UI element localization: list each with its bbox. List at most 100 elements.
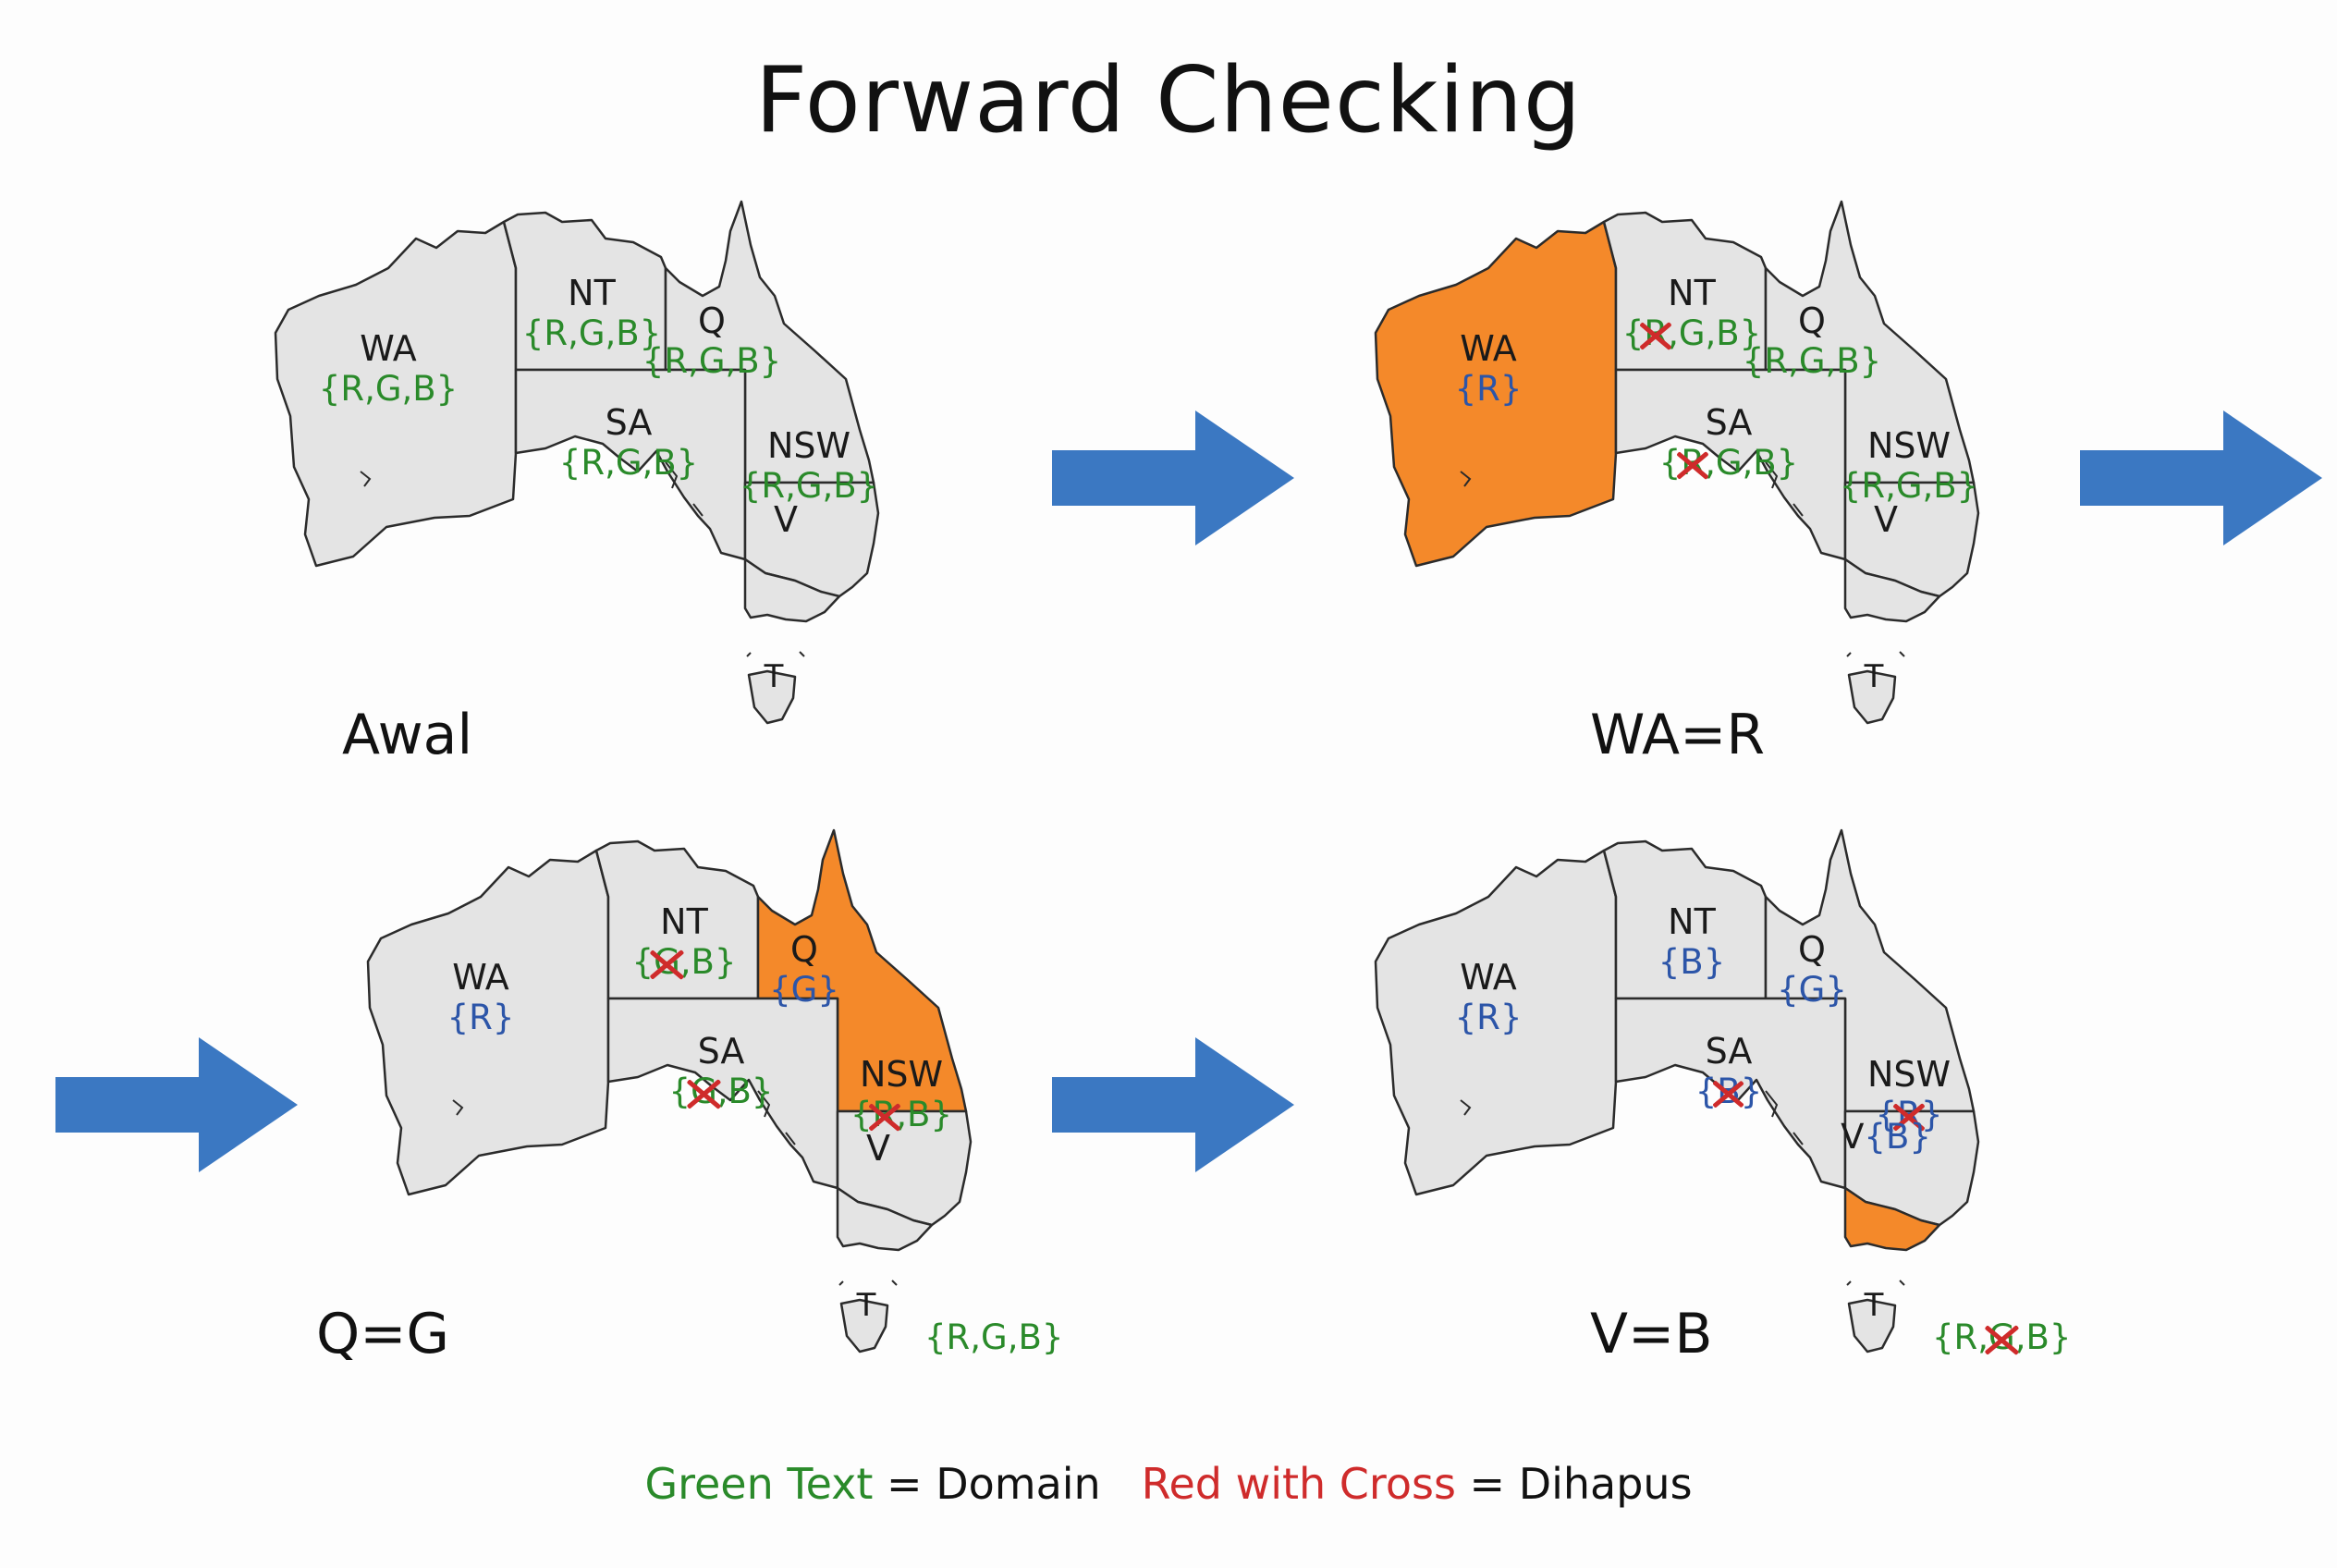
domain-value: B — [1753, 443, 1777, 483]
region-v-shape — [1843, 557, 1941, 623]
domain-value: B — [1933, 466, 1957, 506]
domain-set: {R,G,B} — [1742, 341, 1882, 381]
coastline-detail — [757, 1090, 771, 1118]
coastline-detail — [785, 1132, 796, 1145]
coastline-detail — [665, 461, 679, 489]
domain-set: {G} — [1777, 970, 1847, 1010]
domain-value: B — [412, 369, 436, 409]
region-name: NT — [1668, 273, 1716, 313]
region-label-v: V — [684, 499, 887, 540]
domain-value: G — [615, 443, 642, 483]
panel-v-b: WA{R}NT{B}Q{G}SA{B}NSW{R}V{B}T{R,G,B}V=B — [1368, 823, 2108, 1507]
domain-set: {R,G,B} — [558, 443, 699, 483]
domain-value: G — [1678, 313, 1706, 353]
domain-set: {R,G,B} — [1658, 443, 1799, 483]
domain-set: {G,B} — [631, 942, 737, 982]
step-caption: WA=R — [1590, 703, 1766, 767]
domain-set: {B} — [1864, 1117, 1931, 1157]
region-sa-shape — [606, 997, 839, 1190]
region-sa-shape — [514, 368, 747, 561]
domain-set: {R} — [1454, 369, 1523, 409]
arrow-right-icon — [2080, 410, 2322, 545]
domain-value: R — [664, 341, 689, 381]
region-name: NT — [660, 901, 708, 942]
domain-value: G — [1798, 970, 1826, 1010]
region-name: SA — [1705, 1031, 1753, 1072]
region-label-sa: SA{R,G,B} — [1627, 402, 1830, 483]
region-name: V — [1841, 1117, 1865, 1157]
domain-value: G — [981, 1317, 1008, 1357]
region-label-nsw: NSW{R} — [1807, 1054, 2011, 1134]
coastline-detail — [1846, 1280, 1852, 1286]
domain-value: B — [691, 942, 715, 982]
domain-value: B — [907, 1095, 931, 1134]
domain-value: B — [833, 466, 857, 506]
coastline-detail — [1899, 1280, 1905, 1286]
legend-red-meaning: = Dihapus — [1455, 1459, 1693, 1509]
page-title: Forward Checking — [754, 48, 1583, 153]
domain-value: R — [581, 443, 606, 483]
region-label-nsw: NSW{R,B} — [800, 1054, 1003, 1134]
coastline-detail — [891, 1280, 898, 1286]
region-label-nsw: NSW{R,G,B} — [1807, 425, 2011, 506]
removed-domain-value: R — [1681, 443, 1706, 483]
domain-value: R — [761, 466, 786, 506]
arrow-right-icon — [1052, 1037, 1294, 1172]
domain-value: B — [1885, 1117, 1910, 1157]
arrow-right-icon — [55, 1037, 298, 1172]
coastline-detail — [1793, 503, 1804, 517]
australia-map — [1374, 200, 1980, 725]
region-name: SA — [605, 402, 653, 443]
region-v-shape — [743, 557, 841, 623]
region-name: T — [1864, 658, 1884, 695]
arrow-right-icon — [1052, 410, 1294, 545]
region-name: Q — [698, 300, 726, 341]
region-label-sa: SA{G,B} — [619, 1031, 823, 1111]
australia-map — [366, 828, 973, 1354]
domain-set: {R} — [1454, 998, 1523, 1037]
domain-value: G — [795, 466, 823, 506]
removed-domain-value: R — [1897, 1095, 1921, 1134]
region-sa-shape — [1614, 368, 1847, 561]
australia-map — [274, 200, 880, 725]
removed-domain-value: G — [1988, 1317, 2015, 1357]
region-label-nt: NT{G,B} — [582, 901, 786, 982]
domain-set: {B} — [1695, 1072, 1763, 1111]
step-caption: Q=G — [316, 1302, 449, 1366]
region-name: NT — [1668, 901, 1716, 942]
coastline-detail — [1460, 471, 1472, 487]
domain-value: B — [653, 443, 677, 483]
region-wa-shape — [366, 849, 610, 1196]
domain-set-t: {R,G,B} — [1932, 1317, 2072, 1357]
region-v-shape — [1843, 1186, 1941, 1252]
domain-value: B — [1716, 313, 1740, 353]
coastline-detail — [1846, 652, 1852, 657]
region-t-shape — [1847, 669, 1897, 725]
region-label-q: Q{G} — [1710, 929, 1914, 1010]
region-name: V — [1874, 499, 1898, 540]
legend-red-text: Red with Cross — [1141, 1459, 1456, 1509]
region-label-wa: WA{R,G,B} — [287, 328, 490, 409]
coastline-detail — [360, 471, 372, 487]
removed-domain-value: G — [654, 942, 680, 982]
coastline-detail — [692, 503, 704, 517]
region-label-t: T — [1855, 1287, 1892, 1324]
region-name: Q — [1798, 300, 1826, 341]
removed-domain-value: B — [1717, 1072, 1741, 1111]
domain-value: G — [578, 313, 606, 353]
region-name: T — [764, 658, 784, 695]
domain-value: G — [1715, 443, 1743, 483]
domain-value: B — [2025, 1317, 2049, 1357]
region-name: SA — [1705, 402, 1753, 443]
domain-set: {R} — [1875, 1095, 1943, 1134]
region-name: Q — [1798, 929, 1826, 970]
domain-value: G — [698, 341, 726, 381]
region-name: WA — [1460, 328, 1517, 369]
domain-set: {R} — [447, 998, 515, 1037]
domain-value: R — [469, 998, 493, 1037]
domain-value: G — [1798, 341, 1826, 381]
coastline-detail — [1793, 1132, 1804, 1145]
region-name: V — [866, 1128, 890, 1169]
domain-value: R — [340, 369, 365, 409]
coastline-detail — [838, 1280, 844, 1286]
